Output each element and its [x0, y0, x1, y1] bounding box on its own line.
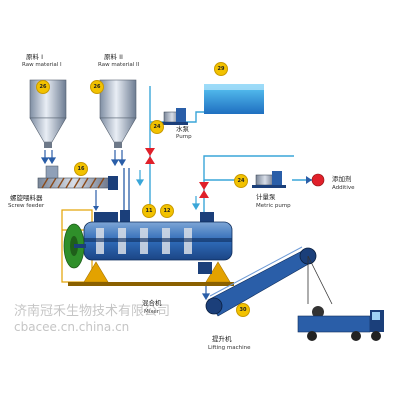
badge-water-pump: 24: [150, 120, 164, 134]
screw-feeder-label-en: Screw feeder: [8, 203, 45, 209]
mixer-label-zh: 混合机: [142, 299, 162, 307]
badge-water-tank: 29: [214, 62, 228, 76]
lifting-machine-label-en: Lifting machine: [208, 345, 251, 351]
metric-pump: [252, 171, 286, 188]
badge-screw-feeder: 16: [74, 162, 88, 176]
raw-material-1-label-en: Raw material I: [22, 62, 62, 68]
raw-material-2-hopper: [99, 79, 137, 148]
water-flow-arrows: [135, 170, 145, 187]
water-pipeline: [149, 86, 204, 212]
screw-feeder: [37, 165, 118, 211]
raw-material-2-label-en: Raw material II: [98, 62, 140, 68]
badge-hopper-1: 26: [36, 80, 50, 94]
raw-material-2-label-zh: 原料 II: [104, 53, 123, 61]
watermark-company: 济南冠禾生物技术有限公司: [14, 304, 171, 319]
metric-pump-label-zh: 计量泵: [256, 193, 276, 201]
mixer: [63, 210, 234, 286]
water-tank: [204, 84, 264, 114]
flow-arrows-hoppers: [40, 150, 127, 167]
lifting-machine-label-zh: 提升机: [212, 335, 232, 343]
badge-hopper-2: 26: [90, 80, 104, 94]
badge-lifting-machine: 30: [236, 303, 250, 317]
additive-valve: [199, 182, 209, 198]
additive-source-icon: [306, 173, 325, 187]
lifting-machine: [205, 246, 333, 318]
output-arrows: [201, 286, 211, 301]
raw-material-1-label-zh: 原料 I: [26, 53, 43, 61]
mixer-label-en: Mixer: [144, 309, 160, 315]
feed-pipe: [123, 168, 130, 212]
additive-label-zh: 添加剂: [332, 175, 352, 183]
watermark-url: cbacee.cn.china.cn: [14, 320, 130, 334]
badge-metric-pump: 24: [234, 174, 248, 188]
water-valve: [145, 148, 155, 164]
pump-label-en: Pump: [176, 134, 192, 140]
badge-mixer-12: 12: [160, 204, 174, 218]
metric-pump-label-en: Metric pump: [256, 203, 291, 209]
additive-flow-arrow: [191, 196, 201, 211]
screw-feeder-label-zh: 螺旋喂料器: [10, 194, 43, 202]
pump-label-zh: 水泵: [176, 125, 189, 133]
additive-label-en: Additive: [332, 185, 355, 191]
badge-mixer-11: 11: [142, 204, 156, 218]
water-pump: [160, 108, 188, 125]
truck: [297, 310, 384, 341]
